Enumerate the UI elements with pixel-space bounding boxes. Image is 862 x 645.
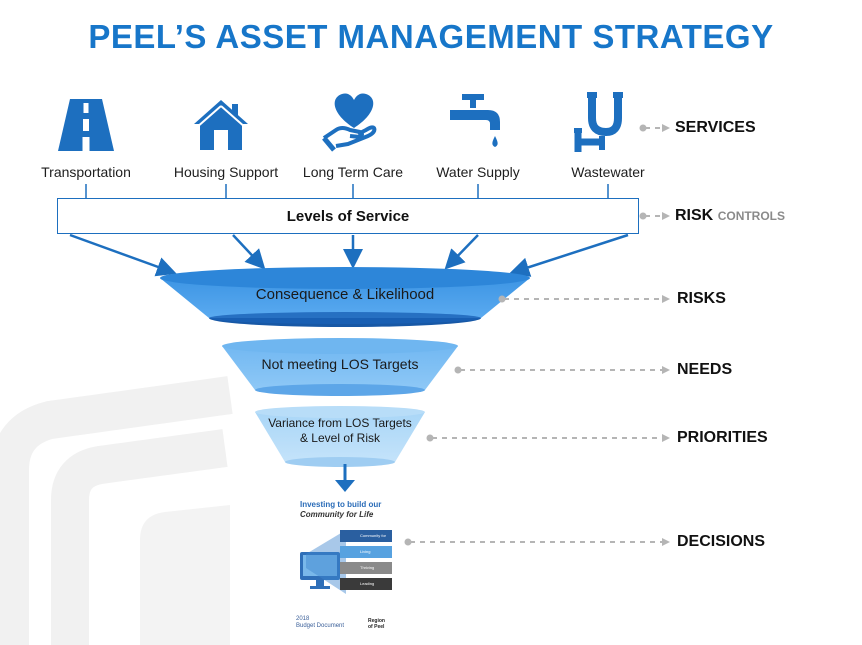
funnel-stage3 (255, 412, 425, 462)
doc-band-2: Living (340, 546, 392, 558)
pipe-icon (574, 92, 623, 152)
doc-title-line2: Community for Life (300, 510, 374, 519)
funnel-stage3-label: Variance from LOS Targets & Level of Ris… (255, 416, 425, 446)
label-controls: CONTROLS (717, 209, 786, 223)
arrow-4 (444, 234, 479, 270)
funnel-stage3-line1: Variance from LOS Targets (268, 416, 412, 430)
arrow-5 (509, 233, 629, 277)
service-label-transportation: Transportation (41, 164, 131, 180)
funnel-stage3-line2: & Level of Risk (299, 431, 381, 445)
doc-name-text: Budget Document (296, 623, 345, 629)
service-label-water-supply: Water Supply (436, 164, 520, 180)
house-icon (194, 100, 248, 150)
doc-year-text: 2018 (296, 616, 310, 622)
funnel-stage3-top (255, 406, 425, 418)
arrow-1 (69, 233, 177, 277)
service-label-housing-support: Housing Support (173, 164, 279, 180)
levels-of-service-label: Levels of Service (286, 207, 410, 225)
label-risk: RISK (675, 207, 714, 224)
doc-year: 2018 Budget Document (296, 616, 344, 630)
funnel-stage1-label: Consequence & Likelihood (255, 286, 435, 303)
doc-region-line1: Region (368, 618, 385, 624)
levels-of-service-box: Levels of Service (57, 198, 639, 234)
funnel-stage2 (222, 346, 458, 390)
heart-hand-icon (322, 93, 377, 152)
label-priorities: PRIORITIES (677, 429, 768, 446)
funnel-stage1-top (160, 267, 530, 289)
service-label-long-term-care: Long Term Care (302, 164, 404, 180)
label-services: SERVICES (675, 119, 756, 136)
funnel-stage2-label: Not meeting LOS Targets (261, 356, 419, 372)
road-icon (58, 99, 114, 151)
doc-title: Investing to build our Community for Lif… (300, 500, 381, 520)
funnel-stage3-bottom (285, 457, 395, 467)
doc-region-logo: Region of Peel (368, 618, 385, 630)
label-risks: RISKS (677, 290, 726, 307)
label-decisions: DECISIONS (677, 533, 766, 550)
funnel-stage2-top (222, 338, 458, 354)
doc-band-3: Thriving (340, 562, 392, 574)
doc-title-line1: Investing to build our (300, 500, 382, 509)
funnel-stage1 (160, 278, 530, 318)
label-needs: NEEDS (677, 361, 733, 378)
budget-document-thumbnail: Investing to build our Community for Lif… (296, 494, 402, 639)
service-label-wastewater: Wastewater (571, 164, 645, 180)
arrow-2 (232, 234, 266, 270)
doc-band-4: Leading (340, 578, 392, 590)
doc-band-1: Community for Life (340, 530, 392, 550)
faucet-icon (450, 94, 500, 147)
page-title: PEEL’S ASSET MANAGEMENT STRATEGY (88, 18, 774, 55)
label-risk-controls: RISK CONTROLS (675, 207, 785, 225)
funnel-stage2-bottom (255, 384, 425, 396)
doc-region-line2: of Peel (368, 624, 385, 630)
